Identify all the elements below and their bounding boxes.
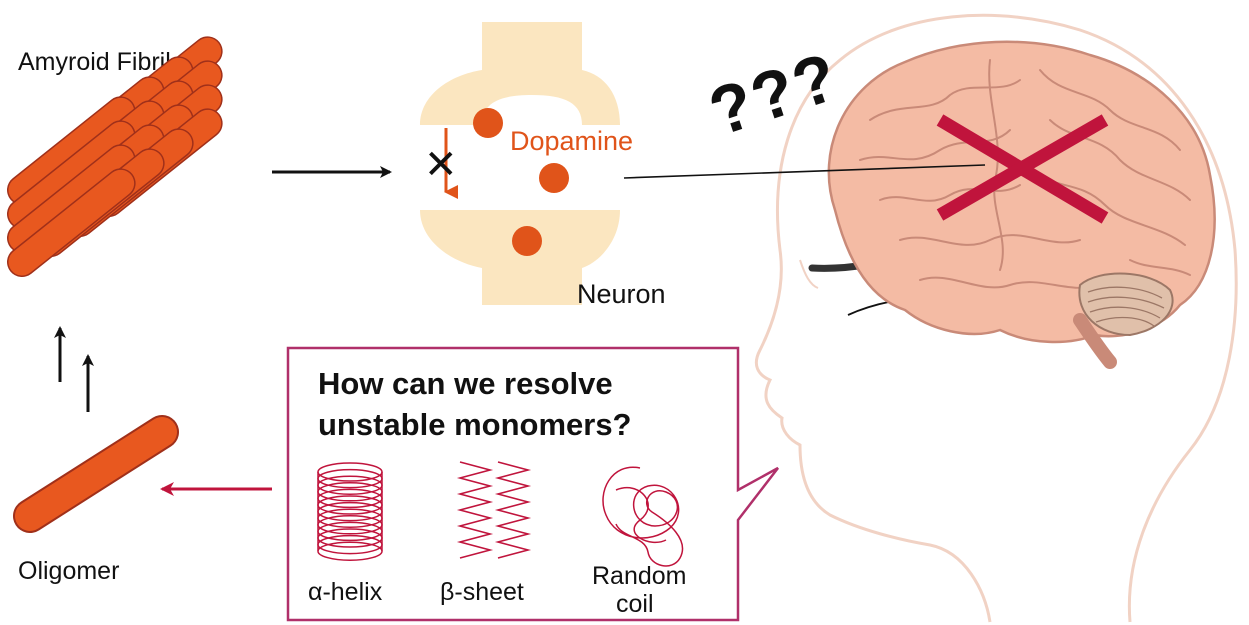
fibril-rod: [7, 144, 136, 253]
neuron-brain-connector: [623, 164, 986, 179]
aggregation-arrows: [54, 326, 94, 412]
random-coil-label-2: coil: [616, 590, 654, 618]
alpha-helix-icon: [317, 462, 383, 561]
brain-stem: [1073, 313, 1117, 369]
neuron-synapse: [420, 22, 620, 305]
dopamine-molecule: [512, 226, 542, 256]
beta-sheet-icon: [456, 461, 532, 559]
question-marks: ???: [700, 38, 848, 151]
dopamine-molecule: [539, 163, 569, 193]
speech-bubble: [286, 346, 779, 622]
fibril-rod: [7, 120, 136, 229]
blocked-mark: ✕: [424, 143, 458, 187]
question-line-2: unstable monomers?: [318, 407, 632, 442]
alpha-helix-label: α-helix: [308, 578, 383, 606]
fibril-rod: [7, 168, 136, 277]
oligomer-label: Oligomer: [18, 557, 119, 585]
neuron-label: Neuron: [577, 279, 666, 309]
fibril-rod: [7, 96, 136, 205]
brain-illustration: [827, 40, 1216, 369]
oligomer-rod: [13, 415, 179, 533]
beta-sheet-label: β-sheet: [440, 578, 524, 606]
dopamine-molecule: [473, 108, 503, 138]
dopamine-label: Dopamine: [510, 126, 633, 156]
question-line-1: How can we resolve: [318, 366, 613, 401]
random-coil-label-1: Random: [592, 562, 687, 590]
dopamine-molecules: [473, 108, 569, 256]
dysfunction-x-mark: [936, 114, 1109, 224]
random-coil-icon: [602, 466, 684, 567]
fibril-label: Amyroid Fibril: [18, 48, 171, 76]
amyloid-fibril-bundle: [7, 36, 223, 277]
